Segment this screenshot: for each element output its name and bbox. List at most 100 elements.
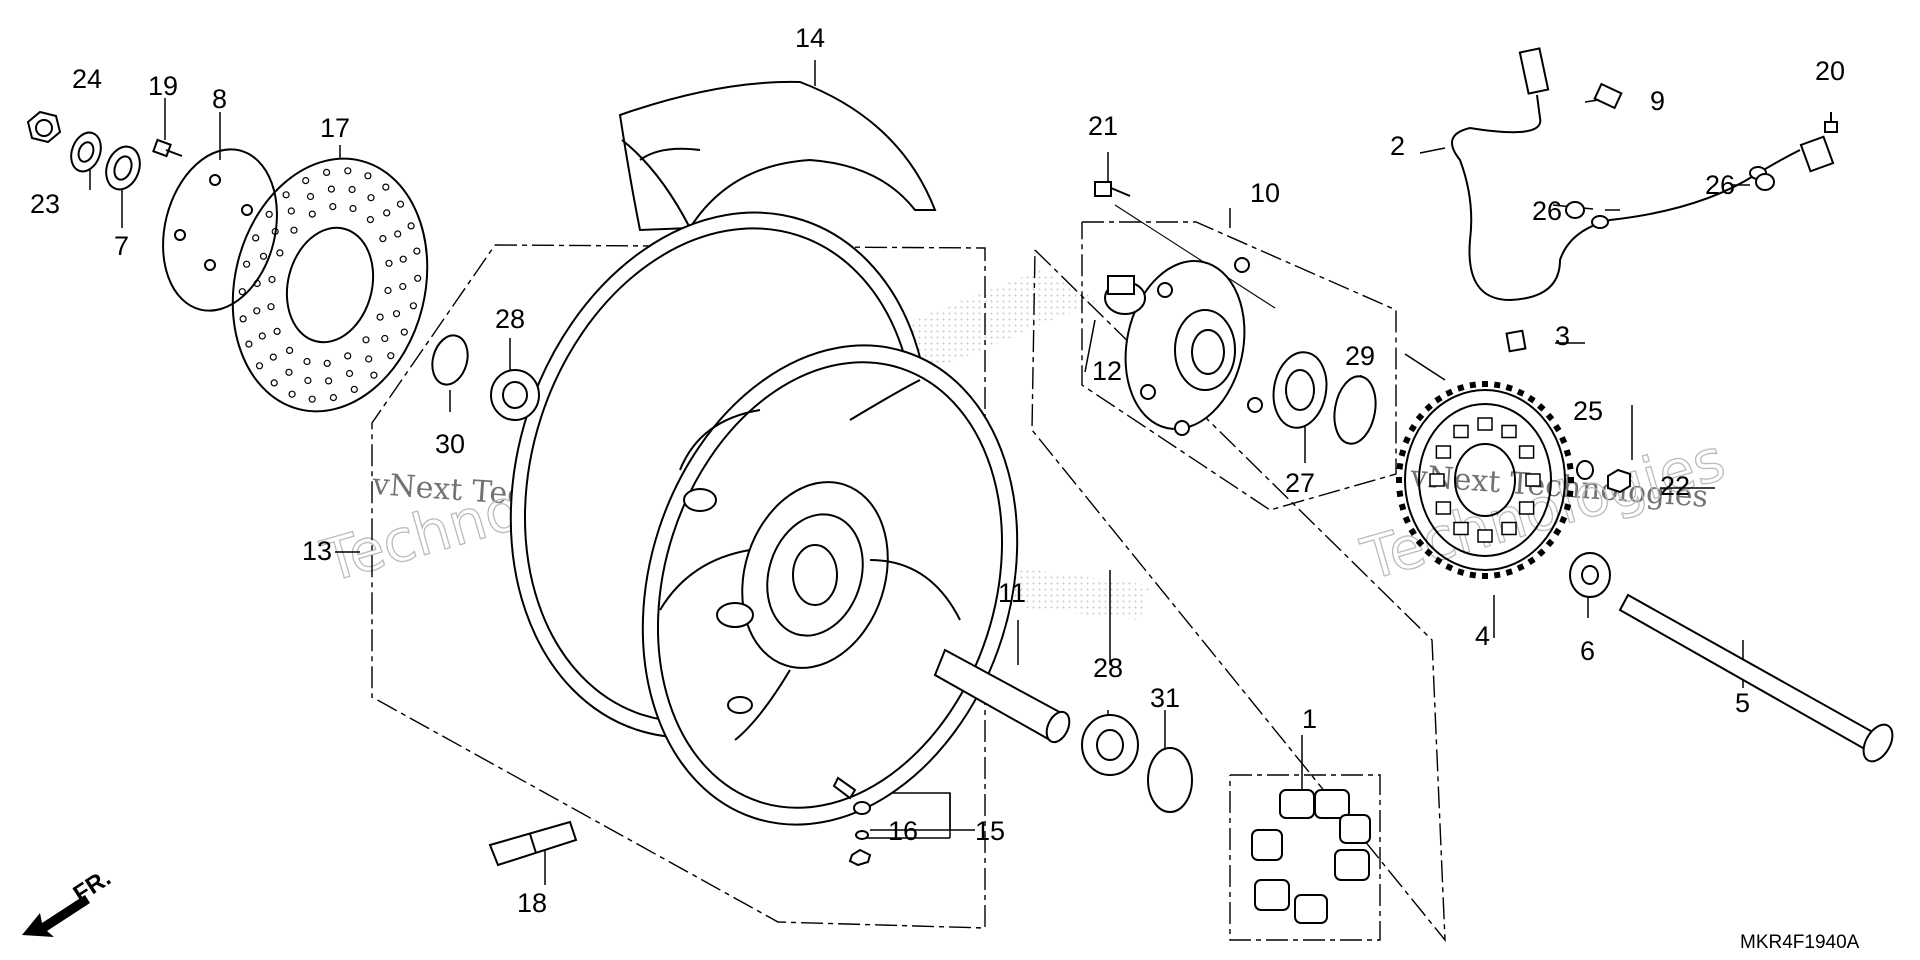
callout-labels: 1 2 3 4 5 6 7 8 9 10 11 12 13 14 15 16 1… [30, 23, 1845, 918]
disc-hole [399, 255, 407, 263]
disc-hole [382, 183, 390, 191]
disc-hole [269, 353, 277, 361]
disc-hole [303, 357, 311, 366]
sprocket-tooth [1553, 423, 1562, 433]
callout-5: 5 [1735, 688, 1750, 718]
disc-hole [362, 336, 370, 344]
callout-19: 19 [148, 71, 178, 101]
callout-4: 4 [1475, 621, 1490, 651]
sprocket-cutout [1501, 521, 1517, 536]
sprocket-cutout [1453, 521, 1469, 536]
front-direction-arrow: FR. [22, 864, 116, 937]
sprocket-tooth [1527, 395, 1536, 404]
disc-hole [285, 368, 293, 376]
bolt [1094, 181, 1131, 197]
sprocket-tooth [1469, 381, 1477, 389]
sprocket-tooth [1516, 388, 1525, 397]
callout-17: 17 [320, 113, 350, 143]
disc-hole [253, 307, 261, 315]
sprocket-tooth [1402, 515, 1411, 524]
disc-hole [267, 303, 275, 311]
disc-hole [302, 177, 310, 185]
disc-hole [345, 369, 354, 378]
disc-hole [325, 377, 333, 385]
distance-collar [933, 648, 1071, 744]
valve-stem [832, 776, 872, 867]
callout-3: 3 [1555, 321, 1570, 351]
disc-hole [387, 352, 395, 360]
sprocket-tooth [1545, 412, 1555, 422]
sprocket-tooth [1398, 503, 1407, 511]
disc-hole [268, 275, 276, 284]
callout-9: 9 [1650, 86, 1665, 116]
sprocket-tooth [1493, 571, 1501, 579]
disc-hole [344, 167, 352, 175]
group-outlines [371, 221, 1446, 943]
balance-weight [488, 820, 578, 867]
disc-hole [392, 310, 401, 318]
tire [618, 80, 937, 232]
callout-30: 30 [435, 429, 465, 459]
flange-bearing-and-seal [1272, 351, 1377, 445]
pulser-ring [162, 148, 278, 312]
sprocket-tooth [1516, 563, 1525, 572]
disc-hole [367, 194, 375, 202]
disc-hole [306, 192, 315, 201]
sprocket-cutout [1435, 501, 1452, 515]
sprocket-tooth [1566, 490, 1574, 498]
sprocket-cutout [1453, 424, 1469, 439]
wheel-group-outline [371, 244, 986, 929]
disc-hole [329, 394, 337, 402]
disc-hole [286, 346, 294, 354]
callout-13: 13 [302, 536, 332, 566]
sprocket-tooth [1493, 381, 1501, 389]
disc-hole [258, 332, 266, 340]
disc-hole [252, 234, 260, 242]
sprocket-tooth [1408, 527, 1417, 537]
flange-group-outline [1031, 249, 1446, 943]
callout-18: 18 [517, 888, 547, 918]
hub-group-outline [1081, 221, 1397, 511]
disc-hole [409, 302, 417, 310]
disc-hole [413, 247, 421, 255]
disc-hole [364, 172, 372, 180]
sprocket-cutout [1477, 417, 1493, 431]
callout-6: 6 [1580, 636, 1595, 666]
sprocket-tooth [1527, 556, 1536, 565]
disc-hole [245, 340, 253, 348]
disc-hole [381, 334, 389, 343]
sprocket-tooth [1553, 527, 1562, 537]
disc-hole [288, 390, 296, 398]
sprocket-tooth [1434, 556, 1443, 565]
sprocket-tooth [1537, 403, 1546, 412]
callout-2: 2 [1390, 131, 1405, 161]
sprocket-tooth [1563, 449, 1572, 457]
sprocket-tooth [1424, 403, 1433, 412]
disc-hole [282, 191, 290, 199]
sprocket-tooth [1545, 538, 1555, 548]
disc-hole [255, 362, 264, 370]
disc-hole [379, 235, 387, 243]
wheel [509, 211, 1019, 826]
disc-hole [308, 395, 316, 403]
disc-hole [396, 200, 405, 208]
callout-11: 11 [998, 578, 1026, 608]
callout-23: 23 [30, 189, 60, 219]
callout-10: 10 [1250, 178, 1280, 208]
callout-12: 12 [1092, 356, 1122, 386]
disc-hole [376, 313, 384, 321]
disc-hole [308, 210, 316, 218]
damper-group-outline [1229, 774, 1381, 941]
disc-hole [304, 376, 312, 385]
sprocket-cutout [1477, 529, 1493, 543]
disc-hole [414, 274, 422, 282]
callout-26-left: 26 [1532, 196, 1562, 226]
sprocket-tooth [1396, 490, 1404, 498]
callout-26-right: 26 [1705, 170, 1735, 200]
disc-hole [273, 327, 281, 335]
sprocket-tooth [1402, 436, 1411, 445]
sprocket-tooth [1568, 477, 1574, 483]
sprocket-tooth [1559, 515, 1568, 524]
sprocket-tooth [1415, 538, 1425, 548]
disc-hole [270, 379, 278, 387]
